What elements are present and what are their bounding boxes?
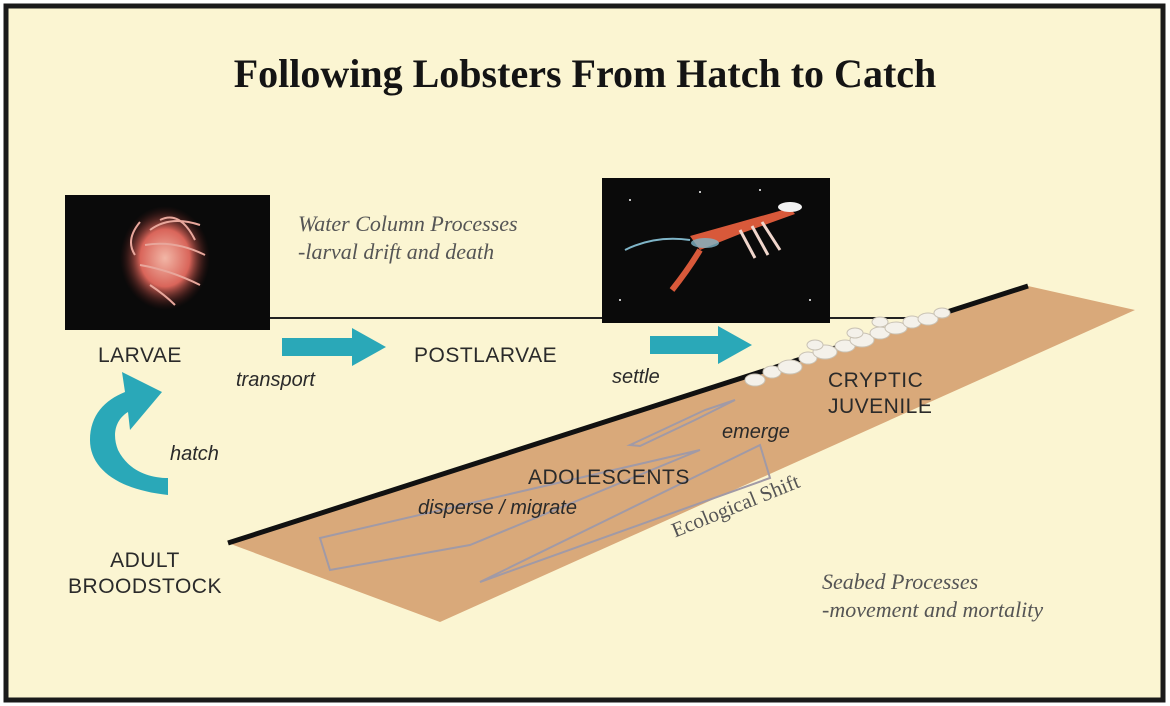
speck (619, 299, 621, 301)
adult-line1: ADULT (50, 548, 240, 574)
speck (699, 191, 701, 193)
cobble (778, 360, 802, 374)
water-column-detail: -larval drift and death (298, 238, 518, 266)
transition-settle: settle (612, 366, 660, 389)
postlarvae-photo (602, 178, 830, 323)
water-column-processes: Water Column Processes -larval drift and… (298, 210, 518, 266)
transition-disperse-migrate: disperse / migrate (418, 497, 577, 520)
speck (759, 189, 761, 191)
seabed-detail: -movement and mortality (822, 596, 1043, 624)
speck (809, 299, 811, 301)
photo-background (602, 178, 830, 323)
cobble (745, 374, 765, 386)
stage-postlarvae: POSTLARVAE (414, 344, 557, 368)
cobble (934, 308, 950, 318)
slide-title: Following Lobsters From Hatch to Catch (0, 50, 1170, 97)
postlarva-claw (778, 202, 802, 212)
postlarva-highlight (691, 238, 719, 248)
cobble (872, 317, 888, 327)
cryptic-juvenile-line2: JUVENILE (828, 394, 932, 420)
stage-adult-broodstock: ADULT BROODSTOCK (50, 548, 240, 600)
cryptic-juvenile-line1: CRYPTIC (828, 368, 932, 394)
water-column-heading: Water Column Processes (298, 210, 518, 238)
adult-line2: BROODSTOCK (50, 574, 240, 600)
transition-transport: transport (236, 369, 315, 392)
stage-cryptic-juvenile: CRYPTIC JUVENILE (828, 368, 932, 420)
seabed-processes: Seabed Processes -movement and mortality (822, 568, 1043, 624)
speck (629, 199, 631, 201)
stage-adolescents: ADOLESCENTS (528, 466, 690, 490)
seabed-heading: Seabed Processes (822, 568, 1043, 596)
transition-hatch: hatch (170, 443, 219, 466)
cobble (847, 328, 863, 338)
stage-larvae: LARVAE (98, 344, 182, 368)
cobble (807, 340, 823, 350)
larvae-photo (65, 195, 270, 330)
transition-emerge: emerge (722, 421, 790, 444)
